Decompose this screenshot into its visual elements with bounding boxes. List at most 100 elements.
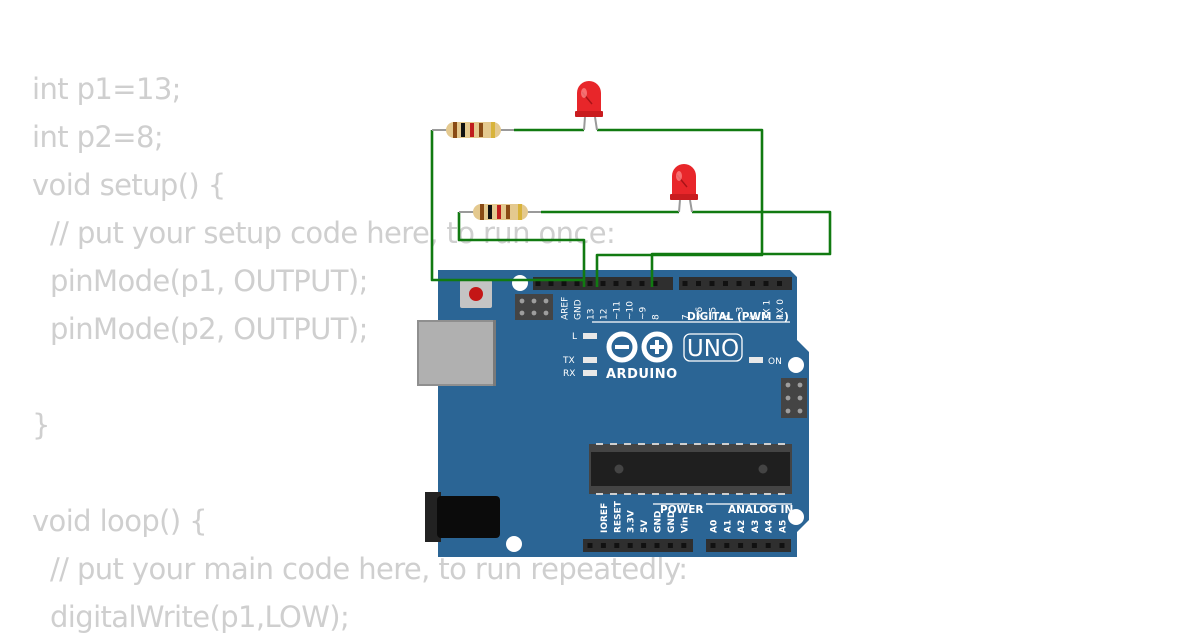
led-l: L [572, 332, 597, 342]
pin-hole[interactable] [627, 543, 633, 548]
power-header-label: POWER [660, 504, 703, 516]
digital-pin-label: ~9 [639, 306, 649, 320]
microcontroller-chip [589, 443, 792, 495]
pin-hole[interactable] [574, 281, 580, 286]
analog-pin-label: A4 [765, 520, 775, 533]
pin-hole[interactable] [654, 543, 660, 548]
mounting-hole [788, 357, 804, 373]
pin-hole[interactable] [709, 281, 715, 286]
power-pin-label: 5V [640, 520, 650, 533]
pin-hole[interactable] [652, 281, 658, 286]
power-pin-label: GND [667, 511, 677, 533]
icsp-header-right [781, 378, 807, 418]
svg-text:RX: RX [563, 369, 575, 379]
analog-header [706, 539, 791, 552]
digital-pin-label: RX 0 [776, 299, 786, 320]
svg-text:TX: TX [562, 356, 575, 366]
digital-pin-label: AREF [561, 297, 571, 320]
pin-hole[interactable] [723, 281, 728, 286]
pin-hole[interactable] [641, 543, 647, 548]
resistor-2[interactable] [459, 204, 541, 220]
digital-pin-holes[interactable] [535, 281, 783, 286]
pin-hole[interactable] [639, 281, 645, 286]
digital-pin-label: 13 [587, 309, 597, 320]
power-pin-label: Vin [680, 517, 690, 533]
pin-hole[interactable] [548, 281, 554, 286]
analog-pin-label: A1 [723, 520, 733, 533]
wire-gnd-to-resistor-1[interactable] [430, 130, 586, 287]
wire-led-2-to-pin-8[interactable] [650, 210, 832, 287]
power-header [583, 539, 693, 552]
digital-header-label: DIGITAL (PWM ~) [687, 311, 789, 323]
pin-hole[interactable] [587, 281, 593, 286]
pin-hole[interactable] [587, 543, 593, 548]
digital-pin-label: 4 [722, 314, 732, 320]
led-1[interactable] [575, 81, 603, 131]
mounting-hole [512, 275, 528, 291]
pin-hole[interactable] [696, 281, 701, 286]
led-rx: RX [563, 369, 597, 379]
power-pin-label: IOREF [600, 503, 610, 533]
resistor-1[interactable] [432, 122, 514, 138]
pin-hole[interactable] [779, 543, 785, 548]
analog-header-label: ANALOG IN [728, 504, 793, 516]
pin-hole[interactable] [736, 281, 742, 286]
pin-hole[interactable] [614, 543, 620, 548]
pin-hole[interactable] [724, 543, 730, 548]
icsp-header-top [515, 294, 553, 320]
pin-hole[interactable] [613, 281, 619, 286]
svg-text:L: L [572, 332, 577, 342]
pin-hole[interactable] [600, 281, 606, 286]
digital-header-right [679, 277, 792, 290]
pin-hole[interactable] [765, 543, 771, 548]
arduino-logo-icon [606, 331, 673, 363]
digital-pin-label: ~11 [613, 301, 623, 320]
uno-badge: UNO [683, 333, 743, 362]
wire-gnd-to-resistor-2[interactable] [457, 212, 586, 280]
pin-hole[interactable] [682, 281, 688, 286]
pin-hole[interactable] [681, 543, 687, 548]
pin-hole[interactable] [738, 543, 744, 548]
board-model-label: UNO [687, 336, 739, 362]
power-pin-label: 3.3V [627, 510, 637, 533]
pin-hole[interactable] [626, 281, 632, 286]
digital-pin-label: 12 [600, 309, 610, 320]
pin-hole[interactable] [777, 281, 782, 286]
power-pin-label: RESET [613, 500, 623, 533]
pin-hole[interactable] [535, 281, 541, 286]
mounting-hole [788, 509, 804, 525]
pin-hole[interactable] [751, 543, 757, 548]
analog-pin-label: A3 [751, 520, 761, 533]
svg-text:ON: ON [768, 357, 782, 367]
led-2[interactable] [670, 164, 698, 213]
digital-pin-label: ~6 [695, 306, 705, 320]
analog-pin-label: A5 [779, 520, 789, 533]
pin-hole[interactable] [710, 543, 716, 548]
pin-hole[interactable] [600, 543, 606, 548]
mounting-hole [506, 536, 522, 552]
digital-pin-label: ~10 [626, 301, 636, 320]
pin-hole[interactable] [763, 281, 769, 286]
board-brand-label: ARDUINO [606, 367, 678, 382]
analog-pin-label: A0 [710, 520, 720, 533]
pin-hole[interactable] [750, 281, 755, 286]
bottom-pin-holes[interactable] [587, 543, 785, 548]
led-on: ON [749, 357, 782, 367]
usb-port[interactable] [417, 320, 496, 386]
digital-pin-label: 2 [749, 314, 759, 320]
wires [430, 128, 832, 287]
reset-button[interactable] [460, 280, 492, 308]
pin-hole[interactable] [561, 281, 567, 286]
digital-pin-label: TX 1 [763, 300, 773, 321]
digital-pin-label: 8 [652, 314, 662, 320]
pin-hole[interactable] [667, 543, 673, 548]
power-jack[interactable] [425, 492, 500, 542]
digital-pin-label: ~5 [709, 307, 719, 320]
digital-pin-label: GND [574, 299, 584, 320]
analog-pin-label: A2 [737, 520, 747, 533]
